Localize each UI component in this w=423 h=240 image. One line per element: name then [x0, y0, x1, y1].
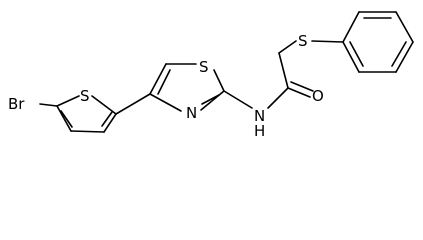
bond-carbonyl-o-double — [290, 81, 314, 92]
thiazole-sulfur-label: S — [199, 58, 209, 76]
bond-ph-4 — [395, 41, 414, 73]
amide-group — [223, 40, 344, 109]
bond-s-phenyl — [311, 40, 344, 43]
amide-hydrogen-label: H — [254, 122, 265, 140]
phenyl-ring — [342, 11, 414, 73]
bond-carbonyl-ch2 — [278, 52, 289, 89]
amide-nitrogen-label: N — [254, 107, 265, 125]
bond-c3-c2 — [103, 113, 117, 133]
bond-ph-inner-c — [349, 41, 364, 67]
molecule-drawing: Br S S N N H O S — [8, 11, 414, 140]
bond-s-c5 — [56, 95, 80, 107]
bond-nh-carbonyl — [267, 87, 289, 109]
thioether-sulfur-label: S — [298, 32, 308, 50]
bond-c2-s — [91, 95, 117, 115]
bond-c3-c2-inner — [101, 111, 113, 127]
bond-ph-1 — [342, 11, 360, 43]
bromine-atom-label: Br — [8, 95, 25, 113]
thiophene-sulfur-label: S — [80, 87, 90, 105]
bond-c2-nh — [223, 90, 253, 109]
bond-thiophene-thiazole — [115, 93, 151, 115]
bond-ph-3 — [395, 11, 414, 43]
bond-s1-c2 — [213, 69, 225, 92]
bond-carbonyl-o — [287, 87, 311, 98]
structure-canvas: Br S S N N H O S — [8, 11, 414, 140]
bond-br-c5 — [39, 103, 58, 107]
thiazole-ring — [149, 63, 225, 112]
bond-ph-6 — [342, 41, 360, 73]
bond-ph-inner-b — [391, 41, 407, 67]
bond-c4-c5-inner — [157, 69, 171, 95]
bond-c4-c5 — [149, 63, 167, 95]
bond-c4-c3 — [70, 130, 105, 133]
bond-ch2-s — [278, 40, 297, 54]
carbonyl-oxygen-label: O — [312, 87, 324, 105]
bond-n3-c4 — [149, 93, 182, 112]
bond-c5-c4 — [56, 105, 72, 132]
bond-c2-n3 — [200, 90, 225, 111]
bond-c5-c4-inner — [60, 110, 73, 128]
thiazole-nitrogen-label: N — [186, 104, 197, 122]
bond-c2-n3-inner — [201, 94, 220, 105]
bromothiophene-ring — [39, 95, 117, 133]
